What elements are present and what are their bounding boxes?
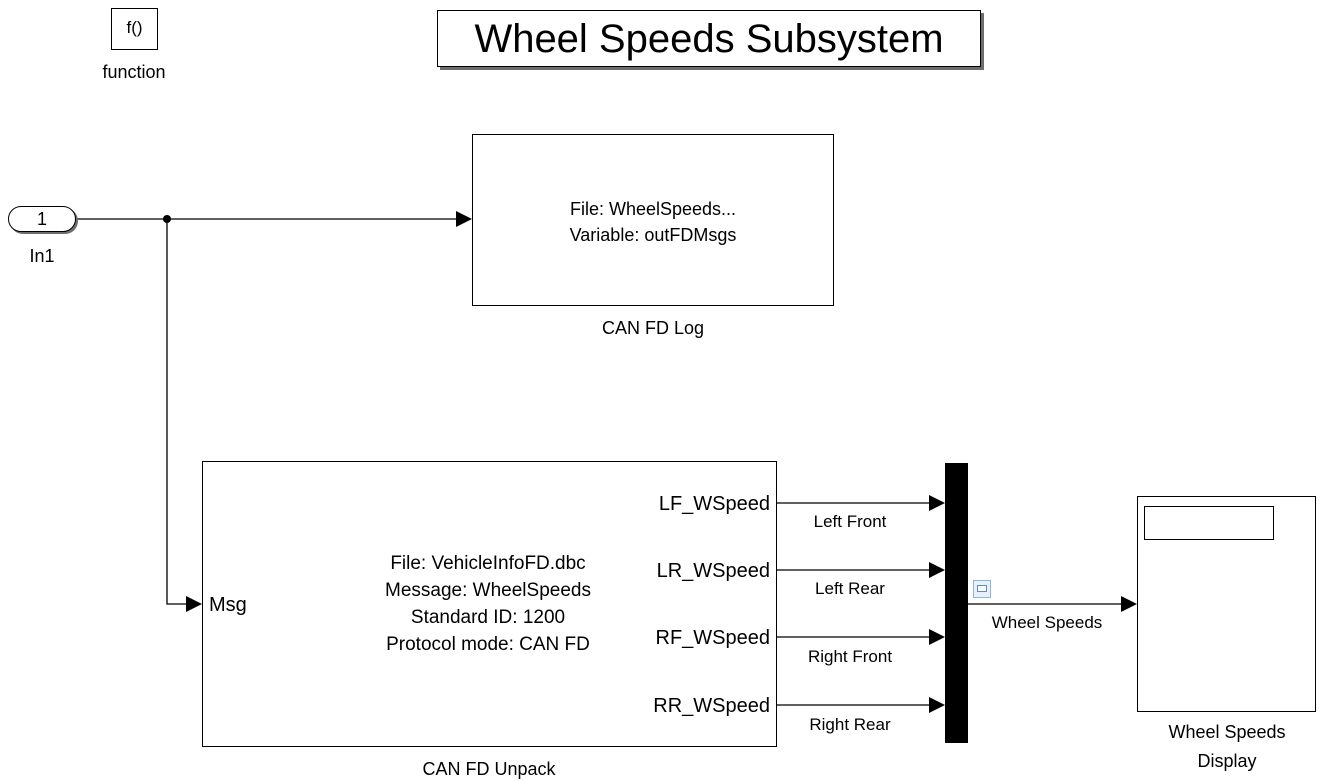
unpack-info-message: Message: WheelSpeeds xyxy=(385,580,591,601)
inport-label: In1 xyxy=(29,246,55,266)
signal-label-left-rear: Left Rear xyxy=(815,579,885,598)
arrow-to-display xyxy=(1121,596,1137,612)
log-variable-text: Variable: outFDMsgs xyxy=(569,225,737,245)
display-label-line2: Display xyxy=(1197,751,1257,771)
port-lr-wspeed: LR_WSpeed xyxy=(656,560,770,582)
arrow-to-log xyxy=(456,211,472,227)
can-fd-log-block[interactable]: File: WheelSpeeds... Variable: outFDMsgs xyxy=(472,134,834,306)
signal-label-left-front: Left Front xyxy=(813,512,887,531)
port-lf-wspeed: LF_WSpeed xyxy=(658,493,770,515)
line-in1-to-unpack xyxy=(166,219,190,605)
unpack-info-file: File: VehicleInfoFD.dbc xyxy=(390,553,586,574)
inport-1[interactable]: 1 xyxy=(8,206,76,232)
display-readout-field xyxy=(1144,506,1274,540)
unpack-info-id: Standard ID: 1200 xyxy=(410,607,566,628)
can-fd-log-label: CAN FD Log xyxy=(601,318,705,338)
arrow-lf xyxy=(929,495,945,511)
can-fd-unpack-block[interactable]: Msg File: VehicleInfoFD.dbc Message: Whe… xyxy=(202,461,777,747)
inport-number: 1 xyxy=(36,209,47,229)
arrow-lr xyxy=(929,562,945,578)
function-label: function xyxy=(102,62,166,82)
log-file-text: File: WheelSpeeds... xyxy=(569,199,737,219)
function-block[interactable]: f() xyxy=(111,8,158,50)
signal-viewer-icon[interactable] xyxy=(973,580,991,598)
can-fd-unpack-label: CAN FD Unpack xyxy=(422,759,556,779)
display-label-line1: Wheel Speeds xyxy=(1168,722,1286,742)
arrow-to-unpack xyxy=(186,596,202,612)
port-rr-wspeed: RR_WSpeed xyxy=(653,695,770,717)
branch-point xyxy=(163,215,171,223)
arrow-rf xyxy=(929,629,945,645)
port-msg: Msg xyxy=(209,594,247,616)
unpack-info-protocol: Protocol mode: CAN FD xyxy=(386,634,590,655)
port-rf-wspeed: RF_WSpeed xyxy=(655,627,771,649)
signal-label-right-rear: Right Rear xyxy=(809,715,891,734)
function-glyph: f() xyxy=(126,18,143,37)
signal-label-right-front: Right Front xyxy=(807,647,893,666)
wheel-speeds-display-block[interactable] xyxy=(1137,496,1316,712)
signal-label-wheel-speeds: Wheel Speeds xyxy=(991,613,1103,632)
mux-block[interactable] xyxy=(945,463,968,743)
title-block[interactable]: Wheel Speeds Subsystem xyxy=(437,10,981,67)
arrow-rr xyxy=(929,697,945,713)
page-title: Wheel Speeds Subsystem xyxy=(474,17,944,61)
